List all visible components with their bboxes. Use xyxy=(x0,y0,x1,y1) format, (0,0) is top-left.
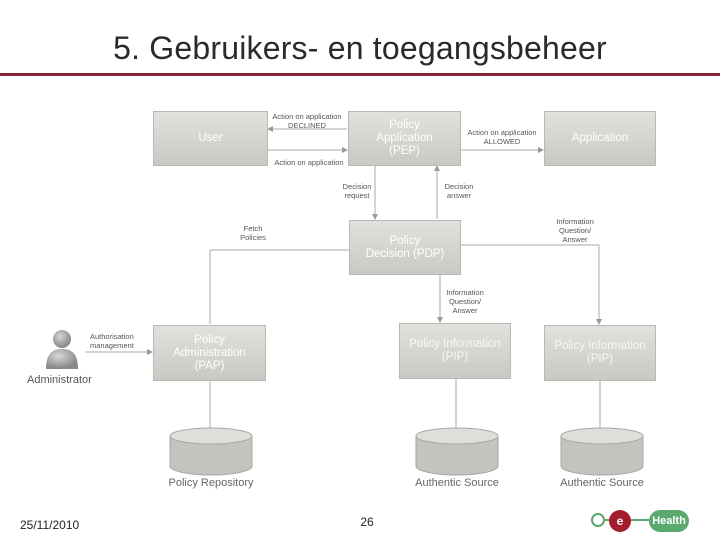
label-auth-mgmt: Authorisation management xyxy=(90,332,134,350)
pip-box-1: Policy Information (PIP) xyxy=(399,323,511,379)
label-info-right: Information Question/ Answer xyxy=(556,217,594,244)
label-decision-request: Decision request xyxy=(342,182,372,200)
pap-box: Policy Administration (PAP) xyxy=(153,325,266,381)
footer-date: 25/11/2010 xyxy=(20,518,80,532)
label-info-mid: Information Question/ Answer xyxy=(446,288,484,315)
label-fetch-policies: Fetch Policies xyxy=(240,224,266,242)
ehealth-logo: e Health xyxy=(591,510,691,534)
label-declined: Action on application DECLINED xyxy=(272,112,342,130)
pep-box: Policy Application (PEP) xyxy=(348,111,461,166)
page-number: 26 xyxy=(360,515,374,529)
authentic-source-db-2 xyxy=(560,427,644,476)
label-allowed: Action on application ALLOWED xyxy=(467,128,537,146)
pdp-box: Policy Decision (PDP) xyxy=(349,220,461,275)
user-icon xyxy=(46,330,78,369)
logo-health-pill: Health xyxy=(649,510,689,532)
label-action: Action on application xyxy=(274,158,344,167)
page-title: 5. Gebruikers- en toegangsbeheer xyxy=(113,30,607,66)
logo-link-2 xyxy=(631,519,649,521)
administrator-label: Administrator xyxy=(27,374,92,386)
logo-ring xyxy=(591,513,605,527)
authentic-source-label-2: Authentic Source xyxy=(560,477,644,489)
logo-link xyxy=(605,519,609,521)
policy-repository-label: Policy Repository xyxy=(168,477,254,489)
logo-e-circle: e xyxy=(609,510,631,532)
policy-repository-db xyxy=(169,427,253,476)
authentic-source-label-1: Authentic Source xyxy=(415,477,499,489)
user-box: User xyxy=(153,111,268,166)
pip-box-2: Policy Information (PIP) xyxy=(544,325,656,381)
label-decision-answer: Decision answer xyxy=(444,182,474,200)
authentic-source-db-1 xyxy=(415,427,499,476)
application-box: Application xyxy=(544,111,656,166)
title-rule xyxy=(0,73,720,76)
